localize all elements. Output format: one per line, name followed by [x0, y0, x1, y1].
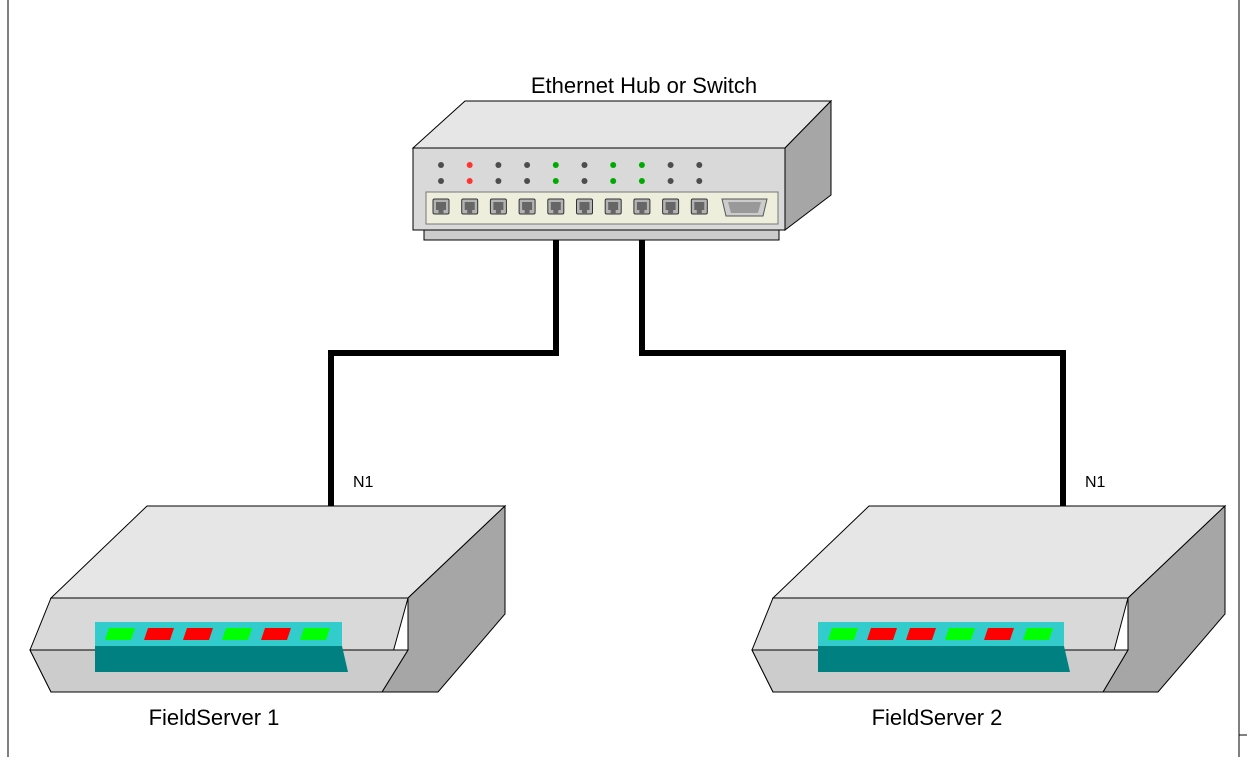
status-led	[144, 628, 174, 640]
hub-led	[667, 178, 674, 184]
fieldserver-1: N1 FieldServer 1	[29, 474, 507, 730]
cable-fieldserver-1	[328, 212, 559, 506]
hub-port	[662, 198, 680, 215]
status-led	[828, 628, 858, 640]
hub-port	[604, 198, 622, 215]
fieldserver-1-port-label: N1	[353, 474, 374, 491]
hub-led	[696, 178, 703, 184]
cables	[328, 212, 1066, 506]
status-led	[105, 628, 135, 640]
fieldserver-2: N1 FieldServer 2	[751, 474, 1227, 730]
hub-title: Ethernet Hub or Switch	[531, 73, 757, 98]
hub-port	[633, 198, 651, 215]
hub-led	[610, 178, 617, 184]
hub-led	[524, 162, 531, 168]
fieldserver-2-led-panel-base	[818, 646, 1070, 672]
hub-port	[576, 198, 593, 215]
hub-led	[581, 178, 588, 184]
hub-base	[423, 229, 780, 241]
fieldserver-2-port-label: N1	[1085, 474, 1106, 491]
hub-led	[438, 162, 444, 168]
hub-led	[638, 162, 645, 168]
hub-led	[552, 162, 559, 168]
hub-led	[524, 178, 531, 184]
hub-port-array	[432, 198, 708, 215]
hub-port	[489, 198, 507, 215]
hub-led	[696, 162, 703, 168]
cable-fieldserver-2	[639, 212, 1066, 506]
hub-port	[518, 198, 536, 215]
hub-port	[461, 198, 479, 215]
hub-led	[581, 162, 588, 168]
fieldserver-1-led-panel-base	[95, 646, 348, 672]
ethernet-hub: Ethernet Hub or Switch	[411, 73, 833, 241]
status-led	[300, 628, 330, 640]
status-led	[867, 628, 897, 640]
fieldserver-2-leds	[828, 628, 1053, 640]
status-led	[261, 628, 291, 640]
hub-led	[495, 162, 502, 168]
hub-led	[466, 162, 473, 168]
serial-port	[721, 198, 768, 217]
status-led	[222, 628, 252, 640]
fieldserver-1-leds	[105, 628, 330, 640]
hub-led	[638, 178, 645, 184]
status-led	[183, 628, 213, 640]
hub-led	[552, 178, 559, 184]
hub-led	[667, 162, 674, 168]
serial-port-inner	[728, 202, 761, 213]
status-led	[984, 628, 1014, 640]
hub-port	[432, 198, 450, 215]
hub-led	[438, 178, 444, 184]
hub-led	[466, 178, 473, 184]
hub-led	[495, 178, 502, 184]
hub-led-array	[438, 162, 703, 184]
fieldserver-2-name: FieldServer 2	[872, 705, 1003, 730]
hub-port	[690, 198, 708, 215]
status-led	[906, 628, 936, 640]
hub-led	[610, 162, 617, 168]
status-led	[945, 628, 975, 640]
fieldserver-1-name: FieldServer 1	[149, 705, 280, 730]
status-led	[1023, 628, 1053, 640]
hub-port	[547, 198, 565, 215]
hub-top-face	[411, 100, 833, 149]
hub-port-panel	[425, 191, 779, 225]
